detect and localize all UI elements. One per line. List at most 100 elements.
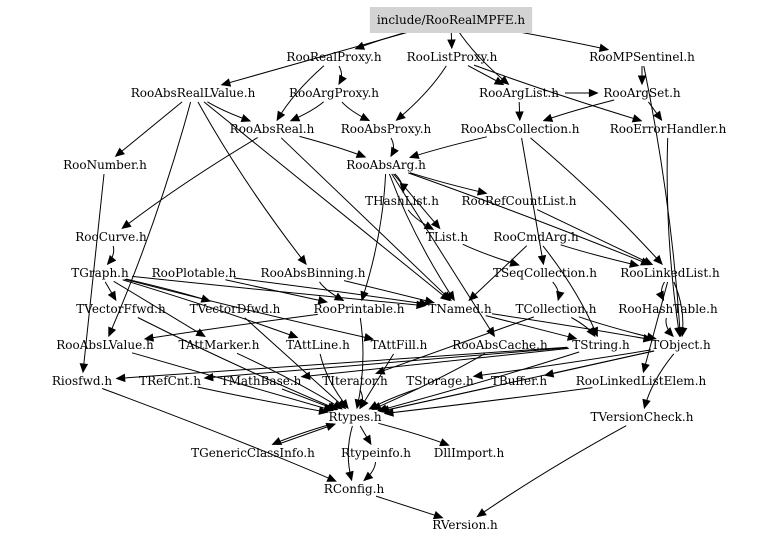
- node-rht[interactable]: RooHashTable.h: [618, 302, 718, 316]
- node-label: TAttLine.h: [286, 338, 350, 352]
- node-tgci[interactable]: TGenericClassInfo.h: [191, 446, 315, 460]
- node-tsc[interactable]: TSeqCollection.h: [493, 266, 597, 280]
- node-label: RVersion.h: [432, 518, 498, 532]
- node-taf[interactable]: TAttFill.h: [371, 338, 428, 352]
- node-tc[interactable]: TCollection.h: [515, 302, 596, 316]
- arrowhead-ral-ras: [588, 88, 599, 98]
- edge-rrcl-rll: [536, 209, 653, 265]
- arrowhead-rac-rll: [653, 254, 663, 266]
- edge-rt-tgci: [272, 423, 333, 445]
- edge-rpl-tn: [234, 277, 428, 305]
- arrowhead-rarlv-rn: [114, 147, 125, 157]
- node-tb[interactable]: TBuffer.h: [491, 374, 547, 388]
- arrowhead-rarlv-ralv: [108, 326, 117, 338]
- node-ti[interactable]: TIterator.h: [322, 374, 388, 388]
- arrowhead-rll-rlle: [641, 362, 650, 374]
- node-rca[interactable]: RooCmdArg.h: [493, 230, 579, 244]
- arrowhead-tsc-tc: [556, 290, 565, 302]
- edge-raa-rpr: [361, 173, 387, 301]
- node-tn[interactable]: TNamed.h: [428, 302, 492, 316]
- arrowhead-rab-tn: [424, 296, 435, 305]
- edge-rab-tn: [343, 280, 434, 304]
- node-racache[interactable]: RooAbsCache.h: [452, 338, 548, 352]
- node-rti[interactable]: Rtypeinfo.h: [341, 446, 411, 460]
- arrowhead-tc-to: [646, 332, 657, 341]
- edge-tg-tam: [113, 280, 206, 337]
- node-rv[interactable]: RVersion.h: [432, 518, 498, 532]
- arrowhead-rargp-rap: [359, 112, 371, 122]
- node-rarlv[interactable]: RooAbsRealLValue.h: [131, 86, 256, 100]
- node-tvc[interactable]: TVersionCheck.h: [591, 410, 694, 424]
- node-reh[interactable]: RooErrorHandler.h: [610, 122, 727, 136]
- node-thl[interactable]: THashList.h: [365, 194, 439, 208]
- node-tvdf[interactable]: TVectorDfwd.h: [190, 302, 281, 316]
- node-label: RooArgProxy.h: [289, 86, 379, 100]
- edge-rac-raa: [410, 136, 487, 158]
- node-rcfg[interactable]: RConfig.h: [324, 482, 385, 496]
- arrowhead-tc-ts: [586, 326, 596, 338]
- edge-racache-rt: [372, 353, 486, 410]
- arrowhead-ras-reh: [653, 110, 663, 122]
- arrowhead-thl-tl: [423, 221, 435, 230]
- node-rmps[interactable]: RooMPSentinel.h: [589, 50, 695, 64]
- node-rrp[interactable]: RooRealProxy.h: [286, 50, 381, 64]
- node-ralv[interactable]: RooAbsLValue.h: [56, 338, 154, 352]
- arrowhead-rrp-rar: [276, 110, 286, 122]
- node-rf[interactable]: Riosfwd.h: [52, 374, 112, 388]
- node-tam[interactable]: TAttMarker.h: [179, 338, 260, 352]
- node-rpr[interactable]: RooPrintable.h: [313, 302, 404, 316]
- node-rpl[interactable]: RooPlotable.h: [152, 266, 237, 280]
- node-rlp[interactable]: RooListProxy.h: [407, 50, 498, 64]
- node-tl[interactable]: TList.h: [426, 230, 469, 244]
- node-label: RooMPSentinel.h: [589, 50, 695, 64]
- node-rn[interactable]: RooNumber.h: [63, 158, 147, 172]
- arrowhead-raa-tn: [445, 290, 455, 302]
- edge-rf-rcfg: [102, 388, 336, 482]
- arrowhead-rargp-rar: [289, 113, 301, 122]
- node-label: TCollection.h: [515, 302, 596, 316]
- node-ts[interactable]: TString.h: [572, 338, 630, 352]
- node-rrcl[interactable]: RooRefCountList.h: [461, 194, 576, 208]
- node-dll[interactable]: DllImport.h: [434, 446, 505, 460]
- edge-rarlv-rab: [197, 101, 307, 265]
- node-rargp[interactable]: RooArgProxy.h: [289, 86, 379, 100]
- node-ral[interactable]: RooArgList.h: [479, 86, 559, 100]
- node-tmb[interactable]: TMathBase.h: [221, 374, 302, 388]
- edge-tn-ts: [485, 315, 577, 340]
- node-rc[interactable]: RooCurve.h: [75, 230, 147, 244]
- node-rap[interactable]: RooAbsProxy.h: [341, 122, 432, 136]
- node-label: RooNumber.h: [63, 158, 147, 172]
- node-rll[interactable]: RooLinkedList.h: [620, 266, 720, 280]
- node-rar[interactable]: RooAbsReal.h: [230, 122, 315, 136]
- edge-ras-rac: [543, 99, 615, 122]
- edge-tg-tal: [122, 279, 298, 338]
- arrowhead-tn-ts: [566, 332, 578, 341]
- node-rt[interactable]: Rtypes.h: [328, 410, 381, 424]
- arrowhead-tst-rt: [368, 401, 380, 410]
- edge-tvc-rv: [477, 425, 627, 517]
- node-label: RooAbsCache.h: [452, 338, 548, 352]
- node-label: TNamed.h: [428, 302, 492, 316]
- edge-rpr-rt: [356, 317, 364, 409]
- arrowhead-rar-raa: [355, 150, 367, 158]
- node-root[interactable]: include/RooRealMPFE.h: [369, 7, 533, 33]
- node-trc[interactable]: TRefCnt.h: [139, 374, 201, 388]
- node-raa[interactable]: RooAbsArg.h: [346, 158, 426, 172]
- node-ras[interactable]: RooArgSet.h: [603, 86, 681, 100]
- node-tvff[interactable]: TVectorFfwd.h: [76, 302, 166, 316]
- node-rac[interactable]: RooAbsCollection.h: [460, 122, 579, 136]
- node-to[interactable]: TObject.h: [651, 338, 711, 352]
- node-rlle[interactable]: RooLinkedListElem.h: [576, 374, 707, 388]
- arrowhead-ti-rt: [359, 398, 368, 410]
- edge-ts-rt: [378, 351, 580, 412]
- node-label: TGraph.h: [71, 266, 129, 280]
- arrowhead-tb-rt: [379, 405, 390, 414]
- arrowhead-raa-rrcl: [476, 187, 488, 196]
- edge-raa-racache: [391, 173, 495, 337]
- node-label: RooAbsProxy.h: [341, 122, 432, 136]
- node-tg[interactable]: TGraph.h: [71, 266, 129, 280]
- node-label: DllImport.h: [434, 446, 505, 460]
- node-rab[interactable]: RooAbsBinning.h: [261, 266, 366, 280]
- node-tal[interactable]: TAttLine.h: [286, 338, 350, 352]
- node-tst[interactable]: TStorage.h: [406, 374, 474, 388]
